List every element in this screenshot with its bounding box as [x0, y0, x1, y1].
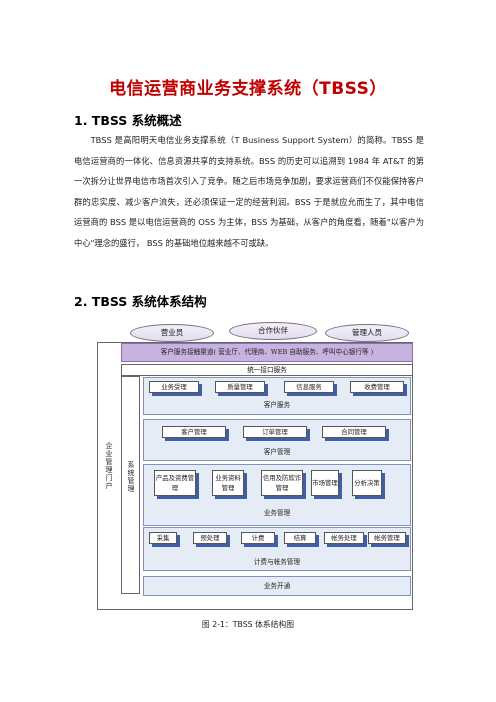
group-label-business-management: 业务管理	[263, 509, 291, 517]
box-credit-anti-fraud: 信用及防欺诈管理	[261, 470, 303, 496]
box-rating: 计费	[241, 532, 275, 544]
oval-managers: 管理人员	[325, 324, 409, 342]
document-title: 电信运营商业务支撑系统（TBSS）	[109, 79, 387, 99]
box-account-processing: 帐务处理	[324, 532, 364, 544]
box-business-acceptance: 业务受理	[149, 381, 199, 393]
box-information-service: 信息服务	[284, 381, 334, 393]
system-management-column: 系统管理	[121, 376, 140, 594]
box-product-tariff-management: 产品及资费管理	[154, 470, 196, 496]
channels-bar: 客户服务接触渠道( 营业厅、代理商、WEB 自助服务、呼叫中心银行等 )	[121, 343, 413, 362]
enterprise-portal-label: 企业管理门户	[105, 442, 113, 490]
system-management-label: 系统管理	[127, 461, 135, 493]
architecture-diagram: 营业员 合作伙伴 管理人员 客户服务接触渠道( 营业厅、代理商、WEB 自助服务…	[97, 314, 413, 610]
group-customer-management: 客户管理 订单管理 合同管理 客户管理	[143, 419, 411, 461]
box-charging-management: 收费管理	[350, 381, 404, 393]
group-billing-management: 采集 预处理 计费 结算 帐务处理 帐务管理 计费与帐务管理	[143, 527, 411, 571]
overview-paragraph: TBSS 是高阳明天电信业务支撑系统（T Business Support Sy…	[74, 130, 424, 253]
group-label-billing-management: 计费与帐务管理	[253, 558, 301, 566]
box-analysis-decision: 分析决策	[352, 470, 382, 496]
group-customer-service: 业务受理 质量管理 信息服务 收费管理 客户服务	[143, 377, 411, 415]
box-settlement: 结算	[284, 532, 316, 544]
box-business-data-management: 业务资料管理	[212, 470, 244, 496]
box-contract-management: 合同管理	[322, 426, 386, 438]
unified-interface-bar: 统一接口服务	[121, 364, 413, 376]
section-heading-overview: 1. TBSS 系统概述	[74, 113, 182, 128]
oval-sales-staff: 营业员	[130, 324, 214, 342]
paragraph-text: TBSS 是高阳明天电信业务支撑系统（T Business Support Sy…	[74, 135, 424, 248]
box-quality-management: 质量管理	[215, 381, 265, 393]
box-customer-management: 客户管理	[162, 426, 226, 438]
group-label-customer-service: 客户服务	[263, 401, 291, 409]
box-order-management: 订单管理	[243, 426, 307, 438]
box-collection: 采集	[149, 532, 177, 544]
group-label-customer-management: 客户管理	[263, 448, 291, 456]
section-heading-architecture: 2. TBSS 系统体系结构	[74, 294, 207, 309]
box-market-management: 市场管理	[311, 470, 339, 496]
box-preprocessing: 预处理	[193, 532, 227, 544]
figure-caption: 图 2-1：TBSS 体系结构图	[201, 620, 295, 629]
oval-partners: 合作伙伴	[229, 322, 317, 340]
service-provisioning-bar: 业务开通	[143, 576, 411, 596]
group-business-management: 产品及资费管理 业务资料管理 信用及防欺诈管理 市场管理 分析决策 业务管理	[143, 464, 411, 526]
box-account-management: 帐务管理	[368, 532, 406, 544]
